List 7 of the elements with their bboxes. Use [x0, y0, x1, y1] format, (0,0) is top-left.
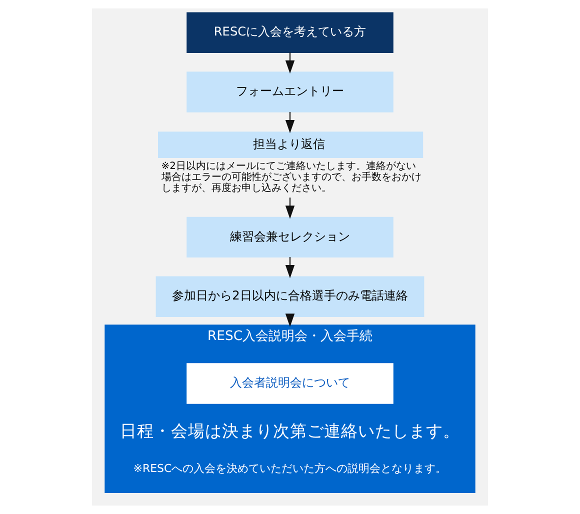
node-box: フォームエントリー [186, 72, 394, 112]
node-box: RESCに入会を考えている方 [186, 12, 394, 53]
node-box: 入会者説明会について [186, 363, 394, 404]
node-label: ※2日以内にはメールにてご連絡いたします。連絡がない場合はエラーの可能性がございますので、お手数をおかけしますが、再度お申し込みください。 [161, 161, 422, 194]
node-box: 担当より返信 [158, 132, 424, 158]
node-box: 練習会兼セレクション [186, 216, 394, 258]
arrow [285, 314, 295, 327]
